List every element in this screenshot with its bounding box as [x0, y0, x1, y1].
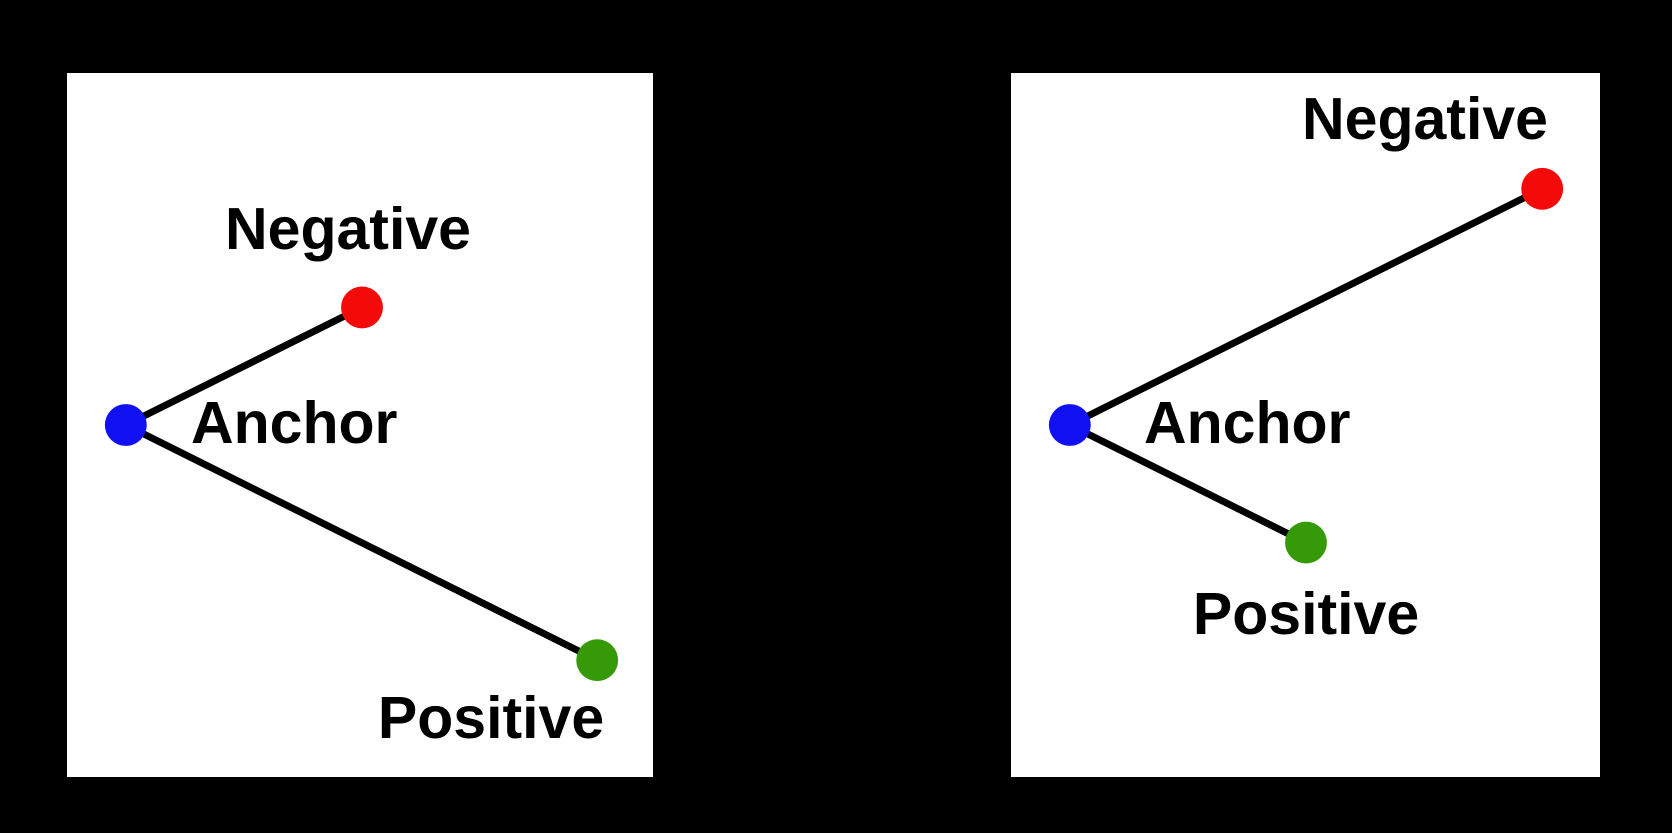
negative-point [341, 286, 383, 329]
positive-label: Positive [377, 685, 605, 751]
triplet-graph-left [104, 286, 619, 682]
anchor-point [1048, 404, 1091, 446]
anchor-label: Anchor [191, 390, 398, 456]
negative-label: Negative [1302, 86, 1548, 152]
positive-point [576, 639, 619, 682]
positive-point [1285, 521, 1327, 564]
panel-right: Negative Anchor Positive [1010, 72, 1601, 778]
anchor-positive-line [122, 421, 601, 664]
negative-point [1521, 167, 1564, 210]
positive-label: Positive [1192, 581, 1420, 647]
triplet-graph-right [1048, 167, 1564, 564]
anchor-label: Anchor [1144, 390, 1351, 456]
panel-left: Negative Anchor Positive [66, 72, 654, 778]
anchor-negative-line [1066, 185, 1546, 429]
negative-label: Negative [225, 196, 471, 262]
anchor-positive-line [1066, 421, 1310, 547]
anchor-point [104, 404, 147, 446]
anchor-negative-line [122, 303, 366, 429]
